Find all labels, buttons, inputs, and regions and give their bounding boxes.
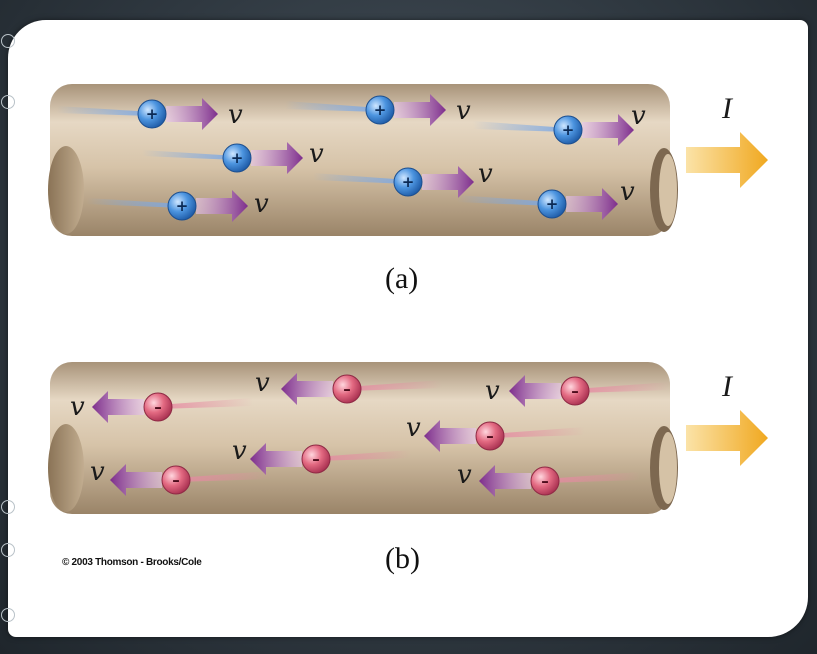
velocity-label: v xyxy=(406,413,421,443)
velocity-label: v xyxy=(485,376,500,406)
negative-carrier: – v xyxy=(70,391,253,423)
minus-sign: – xyxy=(312,450,320,468)
negative-carrier: – v xyxy=(255,368,442,405)
plus-sign: + xyxy=(176,197,189,215)
plus-sign: + xyxy=(546,195,559,213)
plus-sign: + xyxy=(374,101,387,119)
velocity-label: v xyxy=(90,457,105,487)
copyright-notice: © 2003 Thomson - Brooks/Cole xyxy=(62,557,202,568)
positive-carrier: + v xyxy=(87,189,269,222)
minus-sign: – xyxy=(343,380,351,398)
bullet-ring-icon xyxy=(1,34,15,48)
bullet-ring-icon xyxy=(1,95,15,109)
velocity-label: v xyxy=(232,436,247,466)
minus-sign: – xyxy=(154,398,162,416)
minus-sign: – xyxy=(541,472,549,490)
negative-carrier: – v xyxy=(457,460,640,497)
velocity-label: v xyxy=(631,101,646,131)
velocity-label: v xyxy=(620,177,635,207)
positive-carrier: + v xyxy=(457,177,635,220)
bullet-ring-icon xyxy=(1,500,15,514)
velocity-label: v xyxy=(70,392,85,422)
negative-carrier: – v xyxy=(232,436,411,475)
positive-carrier: + v xyxy=(473,101,646,146)
velocity-label: v xyxy=(309,139,324,169)
plus-sign: + xyxy=(562,121,575,139)
current-arrow-a: I xyxy=(686,92,768,188)
velocity-label: v xyxy=(456,96,471,126)
negative-carrier: – v xyxy=(485,375,670,407)
current-label-a: I xyxy=(721,92,734,125)
minus-sign: – xyxy=(571,382,579,400)
bullet-ring-icon xyxy=(1,608,15,622)
caption-b: (b) xyxy=(385,542,420,575)
minus-sign: – xyxy=(486,427,494,445)
caption-a: (a) xyxy=(385,262,419,295)
positive-carrier: + v xyxy=(313,159,493,198)
velocity-label: v xyxy=(255,368,270,398)
bullet-ring-icon xyxy=(1,543,15,557)
positive-carrier: + v xyxy=(142,139,324,174)
plus-sign: + xyxy=(231,149,244,167)
minus-sign: – xyxy=(172,471,180,489)
plus-sign: + xyxy=(402,173,415,191)
velocity-label: v xyxy=(478,159,493,189)
current-label-b: I xyxy=(721,370,734,403)
velocity-label: v xyxy=(457,460,472,490)
negative-carrier: – v xyxy=(406,413,585,452)
positive-carrier: + v xyxy=(57,98,243,130)
velocity-label: v xyxy=(228,100,243,130)
current-arrow-b: I xyxy=(686,370,768,466)
positive-carrier: + v xyxy=(285,94,471,126)
plus-sign: + xyxy=(146,105,159,123)
negative-carrier: – v xyxy=(90,457,271,496)
velocity-label: v xyxy=(254,189,269,219)
